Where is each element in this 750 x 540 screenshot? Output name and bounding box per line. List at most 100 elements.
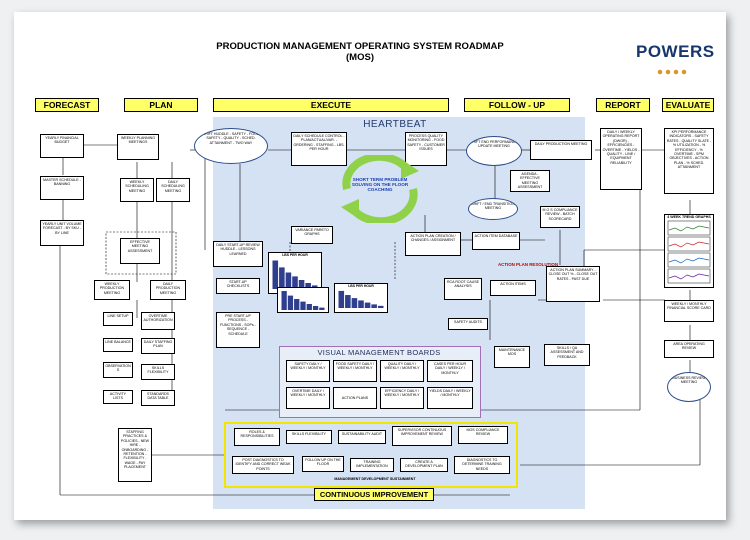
pareto-bar: [364, 302, 371, 308]
daily-staffing-box: DAILY STAFFING PLAN: [141, 338, 175, 354]
effective-meeting-box: EFFECTIVE MEETING ASSESSMENT: [120, 238, 160, 264]
agenda-box: AGENDA - EFFECTIVE MEETING ASSESSMENT: [510, 170, 550, 192]
ci-sustainability: SUSTAINABILITY AUDIT: [338, 430, 386, 444]
business-review-oval: BUSINESS REVIEW MEETING: [667, 372, 711, 402]
vmb-safety: SAFETY DAILY / WEEKLY / MONTHLY: [286, 360, 330, 382]
ci-roles: ROLES & RESPONSIBILITIES: [234, 428, 280, 446]
maintenance-mos-box: MAINTENANCE MOS: [494, 346, 530, 368]
logo-swoosh-icon: [657, 69, 687, 75]
overtime-auth-box: OVERTIME AUTHORIZATION: [141, 312, 175, 330]
chart3-bars: [338, 290, 384, 308]
phase-follow-up: FOLLOW - UP: [464, 98, 570, 112]
line-setup-box: LINE SETUP: [103, 312, 133, 326]
skills-flexibility-box: SKILLS FLEXIBILITY: [141, 364, 175, 380]
ci-skills: SKILLS FLEXIBILITY: [286, 430, 332, 444]
pareto-bar: [298, 280, 305, 289]
skills-qa-box: SKILLS / QA ASSESSMENT AND FEEDBACK: [544, 344, 590, 366]
mos-review-box: M O S COMPLIANCE REVIEW - BATCH SCORECAR…: [540, 206, 580, 228]
pareto-bar: [345, 295, 351, 308]
daily-schedule-control-box: DAILY SCHEDULE CONTROL - PLAN/ACTUAL/VAR…: [291, 132, 347, 166]
pareto-bar: [285, 272, 292, 289]
prestart-process-box: PRE START-UP PROCESS - FUNCTIONS - SOPs …: [216, 312, 260, 348]
phase-report: REPORT: [596, 98, 650, 112]
action-plan-summary-box: ACTION PLAN SUMMARY - CLOSE OUT % - CLOS…: [546, 266, 600, 302]
line-balance-box: LINE BALANCE: [103, 338, 133, 352]
kpi-box: KPI PERFORMANCE INDICATORS - SAFETY RATE…: [664, 128, 714, 194]
powers-logo: POWERS: [636, 42, 715, 61]
pareto-bar: [305, 283, 311, 289]
rca-box: RCA ROOT CAUSE ANALYSIS: [444, 278, 482, 300]
area-review-box: AREA OPERATING REVIEW: [664, 340, 714, 358]
trend-graphs-lines: [667, 221, 711, 284]
ci-post-diagnostics: POST DIAGNOSTICS TO IDENTIFY AND CORRECT…: [232, 456, 294, 474]
phase-forecast: FORECAST: [35, 98, 99, 112]
pareto-bar: [371, 304, 377, 308]
ci-development-plan: CREATE A DEVELOPMENT PLAN: [400, 458, 448, 472]
cycle-arrows-icon: [341, 155, 419, 223]
vmb-quality: QUALITY DAILY / WEEKLY / MONTHLY: [380, 360, 424, 382]
pareto-bar: [351, 298, 358, 308]
shift-end-oval: SHIFT END PERFORMANCE UPDATE MEETING: [466, 136, 522, 166]
ci-mos-compliance: MOS COMPLIANCE REVIEW: [458, 426, 508, 444]
mds-label: MANAGEMENT DEVELOPMENT SUSTAINMENT: [334, 477, 416, 481]
daily-scheduling-box: DAILY SCHEDULING MEETING: [156, 178, 190, 202]
continuous-improvement-label: CONTINUOUS IMPROVEMENT: [314, 488, 434, 501]
process-quality-box: PROCESS QUALITY MONITORING - FOOD SAFETY…: [405, 132, 447, 166]
page-title: PRODUCTION MANAGEMENT OPERATING SYSTEM R…: [210, 41, 510, 63]
master-schedule-box: MASTER SCHEDULE - BANNING: [40, 176, 84, 200]
shift-huddle-oval: SHIFT HUDDLE - SAFETY - FOOD SAFETY - QU…: [194, 128, 268, 164]
pareto-bar: [312, 306, 319, 310]
pareto-bar: [272, 260, 279, 289]
chart1-title: LBS PER HOUR: [282, 253, 308, 257]
trend-graphs-box: 4 WEEK TREND GRAPHS: [664, 214, 714, 288]
pareto-bar: [287, 295, 294, 310]
ci-supervisor: SUPERVISOR CONTINUOUS IMPROVEMENT REVIEW: [392, 426, 452, 446]
weekly-production-box: WEEKLY PRODUCTION MEETING: [94, 280, 130, 300]
ci-training: TRAINING IMPLEMENTATION: [350, 458, 394, 472]
action-item-database-box: ACTION ITEM DATABASE: [472, 232, 520, 250]
daily-production-box: DAILY PRODUCTION MEETING: [150, 280, 186, 300]
variance-pareto-box: VARIANCE PARETO GRAPHS: [291, 226, 333, 244]
pareto-bar: [292, 276, 298, 289]
pareto-bar: [300, 301, 306, 310]
financial-scorecard-box: WEEKLY / MONTHLY FINANCIAL SCORE CARD: [664, 300, 714, 322]
short-term-text: SHORT TERM PROBLEM SOLVING ON THE FLOOR …: [351, 177, 409, 193]
phase-plan: PLAN: [124, 98, 198, 112]
action-plan-resolution-label: ACTION PLAN RESOLUTION: [498, 262, 559, 267]
chart1-bars: [272, 260, 318, 289]
chart3-title: LBS PER HOUR: [348, 284, 374, 288]
pareto-bar: [377, 305, 384, 308]
standards-box: STANDARDS DATA TABLE: [141, 390, 175, 406]
pareto-bar: [279, 267, 285, 289]
ci-follow-up: FOLLOW UP ON THE FLOOR: [302, 456, 344, 472]
startup-review-box: DAILY START-UP REVIEW HUDDLE - LESSONS L…: [213, 241, 263, 267]
phase-execute: EXECUTE: [213, 98, 449, 112]
pareto-bar: [306, 304, 312, 310]
pareto-chart-3: LBS PER HOUR: [334, 283, 388, 313]
weekly-planning-box: WEEKLY PLANNING MEETINGS: [117, 134, 159, 160]
activity-lists-box: ACTIVITY LISTS: [103, 390, 133, 404]
transition-oval: SHIFT / END TRANSITION MEETING: [468, 198, 518, 220]
vmb-food-safety: FOOD SAFETY DAILY / WEEKLY / MONTHLY: [333, 360, 377, 382]
pareto-bar: [358, 300, 364, 308]
staffing-practices-box: STAFFING PRACTICES & POLICIES - NEW HIRE…: [118, 428, 152, 482]
heartbeat-title: HEARTBEAT: [363, 119, 427, 130]
vmb-title: VISUAL MANAGEMENT BOARDS: [317, 348, 441, 357]
action-items-box: ACTION ITEMS: [490, 280, 536, 296]
yearly-budget-box: YEARLY FINANCIAL BUDGET: [40, 134, 84, 158]
ci-diagnostics: DIAGNOSTICS TO DETERMINE TRAINING NEEDS: [454, 456, 510, 474]
vmb-yields: YIELDS DAILY / WEEKLY / MONTHLY: [427, 387, 473, 409]
operating-report-box: DAILY / WEEKLY OPERATING REPORT (DWOR) -…: [600, 128, 642, 190]
observations-box: OBSERVATION S: [103, 362, 133, 378]
vmb-cases-per-hour: CASES PER HOUR DAILY / WEEKLY / MONTHLY: [427, 360, 473, 382]
unit-forecast-box: YEARLY UNIT VOLUME FORECAST - BY SKU - B…: [40, 220, 84, 246]
safety-audits-box: SAFETY AUDITS: [448, 318, 488, 330]
daily-production-meeting-box: DAILY PRODUCTION MEETING: [530, 140, 592, 160]
startup-checklists-box: START-UP CHECKLISTS: [216, 278, 260, 294]
pareto-bar: [294, 299, 300, 310]
phase-evaluate: EVALUATE: [662, 98, 714, 112]
weekly-scheduling-box: WEEKLY SCHEDULING MEETING: [120, 178, 154, 202]
title-line2: (MOS): [346, 52, 374, 63]
pareto-bar: [338, 290, 345, 308]
pareto-bar: [319, 307, 325, 310]
